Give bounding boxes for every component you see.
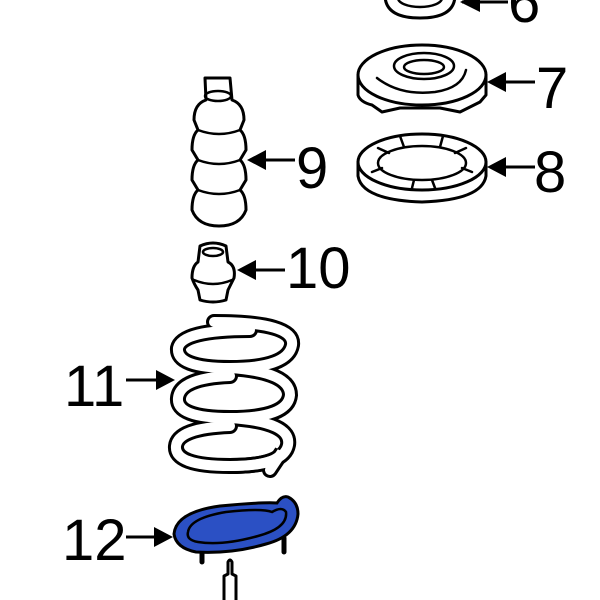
part-9-dust-boot[interactable] [190,76,248,228]
callout-11: 11 [64,354,124,419]
arrowhead-10 [237,260,256,280]
arrowhead-11 [156,370,175,390]
callout-7: 7 [536,56,568,121]
part-8-bearing-ring[interactable] [356,132,488,204]
shock-rod [222,558,238,600]
arrowhead-9 [247,150,266,170]
arrowhead-6 [460,0,480,12]
callout-12: 12 [62,508,127,573]
arrowhead-7 [487,72,506,92]
part-12-spring-insulator[interactable] [172,495,300,565]
part-11-coil-spring[interactable] [168,314,300,478]
callout-9: 9 [296,136,328,201]
arrowhead-8 [487,157,506,177]
arrowhead-12 [154,527,173,547]
callout-10: 10 [286,236,351,301]
part-10-bump-stop[interactable] [190,241,236,304]
part-6-washer[interactable] [383,0,457,20]
callout-8: 8 [534,140,566,205]
part-7-spring-seat[interactable] [356,43,488,114]
callout-6: 6 [508,0,540,35]
